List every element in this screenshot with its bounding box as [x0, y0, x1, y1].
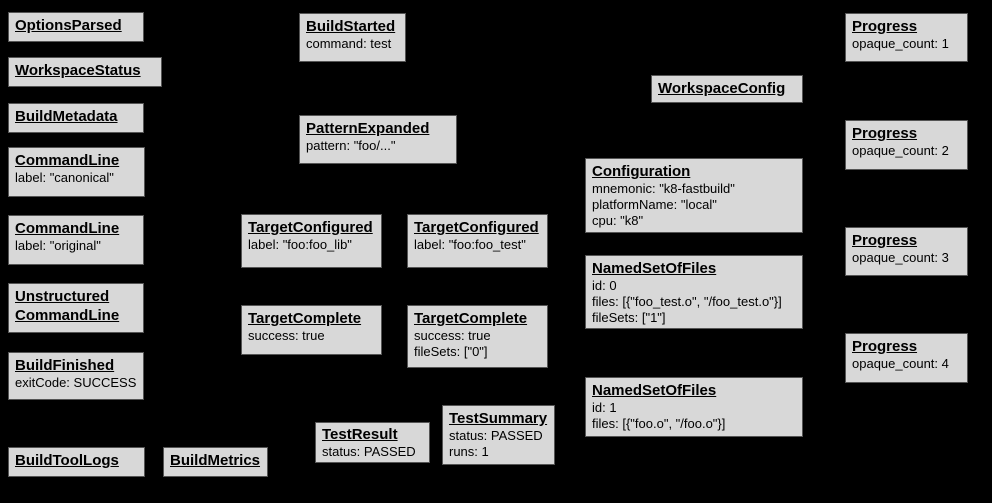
node-field: id: 1 [592, 400, 617, 415]
node-build-finished: BuildFinished exitCode: SUCCESS [8, 352, 144, 400]
node-title: PatternExpanded [306, 120, 430, 137]
node-title: BuildFinished [15, 357, 115, 374]
node-field: success: true [248, 328, 325, 343]
node-title: CommandLine [15, 220, 120, 237]
node-unstructured-command-line: Unstructured CommandLine [8, 283, 144, 333]
node-field: success: true [414, 328, 491, 343]
node-named-set-of-files-0: NamedSetOfFiles id: 0 files: [{"foo_test… [585, 255, 803, 329]
node-field: label: "foo:foo_lib" [248, 237, 352, 252]
node-field: id: 0 [592, 278, 617, 293]
node-title: TargetConfigured [414, 219, 539, 236]
node-configuration: Configuration mnemonic: "k8-fastbuild" p… [585, 158, 803, 233]
node-field: opaque_count: 2 [852, 143, 949, 158]
node-target-complete-foo-test: TargetComplete success: true fileSets: [… [407, 305, 548, 368]
node-field: opaque_count: 4 [852, 356, 949, 371]
node-title: NamedSetOfFiles [592, 382, 717, 399]
node-title: TargetComplete [248, 310, 362, 327]
node-progress-2: Progress opaque_count: 2 [845, 120, 968, 170]
node-command-line-original: CommandLine label: "original" [8, 215, 144, 265]
node-field: opaque_count: 1 [852, 36, 949, 51]
node-field: label: "foo:foo_test" [414, 237, 526, 252]
node-title: Unstructured CommandLine [15, 288, 120, 324]
node-title: TargetComplete [414, 310, 528, 327]
node-field: opaque_count: 3 [852, 250, 949, 265]
node-field: exitCode: SUCCESS [15, 375, 137, 390]
node-field: runs: 1 [449, 444, 489, 459]
node-field: status: PASSED [322, 444, 416, 459]
node-field: command: test [306, 36, 392, 51]
node-field: status: PASSED [449, 428, 543, 443]
node-title: TestResult [322, 426, 398, 443]
node-target-configured-foo-lib: TargetConfigured label: "foo:foo_lib" [241, 214, 382, 268]
node-title: NamedSetOfFiles [592, 260, 717, 277]
node-title: WorkspaceStatus [15, 62, 141, 79]
node-title: Configuration [592, 163, 691, 180]
node-title: BuildMetadata [15, 108, 118, 125]
node-build-started: BuildStarted command: test [299, 13, 406, 62]
node-build-tool-logs: BuildToolLogs [8, 447, 145, 477]
node-field: label: "original" [15, 238, 101, 253]
node-build-metrics: BuildMetrics [163, 447, 268, 477]
node-title: TestSummary [449, 410, 548, 427]
node-field: mnemonic: "k8-fastbuild" [592, 181, 735, 196]
node-named-set-of-files-1: NamedSetOfFiles id: 1 files: [{"foo.o", … [585, 377, 803, 437]
node-target-complete-foo-lib: TargetComplete success: true [241, 305, 382, 355]
node-field: fileSets: ["1"] [592, 310, 666, 325]
node-title: Progress [852, 18, 918, 35]
node-progress-4: Progress opaque_count: 4 [845, 333, 968, 383]
node-title: WorkspaceConfig [658, 80, 786, 97]
node-field: cpu: "k8" [592, 213, 644, 228]
node-workspace-config: WorkspaceConfig [651, 75, 803, 103]
node-build-metadata: BuildMetadata [8, 103, 144, 133]
node-field: label: "canonical" [15, 170, 114, 185]
node-progress-3: Progress opaque_count: 3 [845, 227, 968, 276]
node-test-result: TestResult status: PASSED [315, 422, 430, 463]
node-field: pattern: "foo/..." [306, 138, 396, 153]
node-title: BuildMetrics [170, 452, 261, 469]
node-target-configured-foo-test: TargetConfigured label: "foo:foo_test" [407, 214, 548, 268]
node-title: BuildToolLogs [15, 452, 119, 469]
node-title: Progress [852, 232, 918, 249]
node-field: fileSets: ["0"] [414, 344, 488, 359]
node-title: TargetConfigured [248, 219, 373, 236]
node-pattern-expanded: PatternExpanded pattern: "foo/..." [299, 115, 457, 164]
node-test-summary: TestSummary status: PASSED runs: 1 [442, 405, 555, 465]
node-field: files: [{"foo_test.o", "/foo_test.o"}] [592, 294, 782, 309]
node-options-parsed: OptionsParsed [8, 12, 144, 42]
node-title: OptionsParsed [15, 17, 122, 34]
node-title: BuildStarted [306, 18, 396, 35]
node-progress-1: Progress opaque_count: 1 [845, 13, 968, 62]
node-title: Progress [852, 125, 918, 142]
node-title: CommandLine [15, 152, 120, 169]
node-field: platformName: "local" [592, 197, 717, 212]
node-field: files: [{"foo.o", "/foo.o"}] [592, 416, 726, 431]
node-workspace-status: WorkspaceStatus [8, 57, 162, 87]
node-command-line-canonical: CommandLine label: "canonical" [8, 147, 145, 197]
node-title: Progress [852, 338, 918, 355]
